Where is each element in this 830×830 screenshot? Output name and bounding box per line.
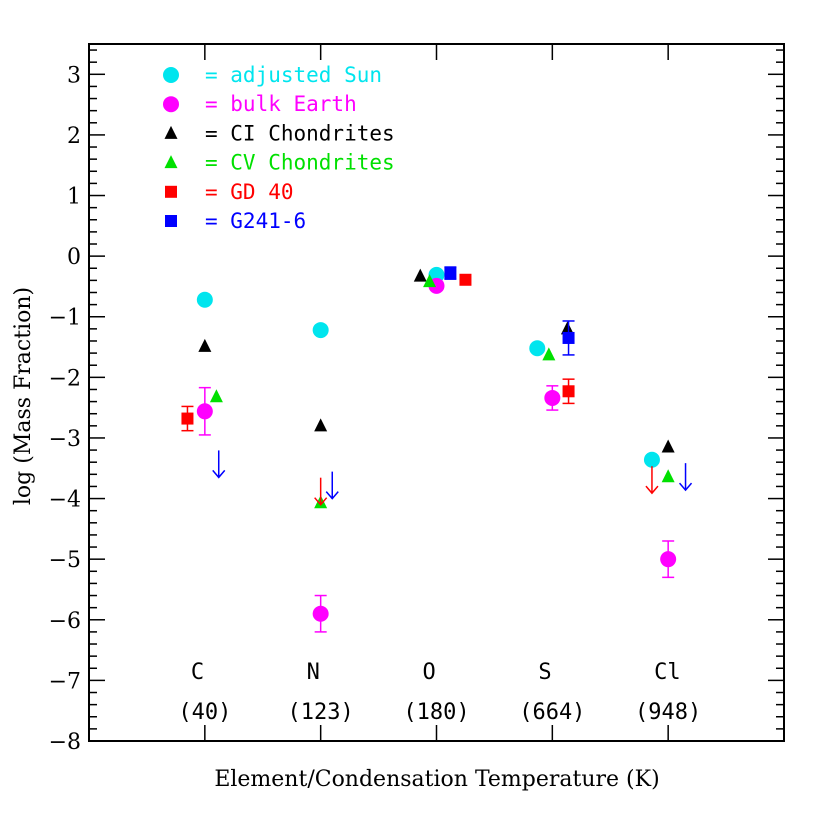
legend-label: = GD 40: [205, 180, 294, 204]
legend-marker: [164, 125, 178, 139]
data-marks: [181, 266, 693, 633]
category-temp-label: (123): [288, 700, 354, 725]
data-point: [544, 389, 561, 406]
upper-limit-arrowhead: [325, 491, 339, 500]
legend-marker: [164, 155, 178, 169]
upper-limit-arrowhead: [212, 469, 226, 479]
data-point: [312, 322, 329, 339]
data-point: [661, 469, 675, 483]
legend-marker: [163, 67, 179, 83]
upper-limit-arrowhead: [678, 482, 693, 492]
legend-label: = adjusted Sun: [205, 63, 382, 87]
data-point: [560, 321, 574, 335]
legend: = adjusted Sun = bulk Earth = CI Chondrite…: [163, 63, 395, 233]
legend-marker: [163, 96, 179, 113]
legend-label: = G241-6: [205, 209, 306, 233]
upper-limit-arrowhead: [645, 485, 659, 495]
y-tick-label: −2: [49, 366, 81, 391]
y-axis-label: log (Mass Fraction): [11, 287, 36, 505]
legend-marker: [165, 185, 177, 198]
data-point: [562, 331, 575, 344]
y-tick-label: 1: [67, 185, 81, 210]
x-axis-label: Element/Condensation Temperature (K): [214, 767, 659, 792]
data-point: [423, 274, 437, 288]
legend-label: = bulk Earth: [205, 92, 357, 116]
data-point: [181, 412, 194, 425]
category-element-label: S: [538, 660, 551, 685]
data-point: [542, 347, 556, 361]
data-point: [196, 403, 213, 420]
y-tick-label: −7: [49, 669, 81, 694]
y-tick-label: 3: [67, 63, 81, 88]
legend-label: = CI Chondrites: [205, 121, 395, 145]
y-tick-label: −1: [49, 306, 81, 331]
data-point: [660, 551, 677, 568]
data-point: [529, 340, 546, 357]
y-tick-label: −8: [49, 730, 81, 755]
category-element-label: Cl: [654, 660, 681, 685]
category-temp-label: (948): [635, 700, 701, 725]
data-point: [413, 268, 427, 282]
data-point: [209, 389, 223, 403]
y-tick-label: 0: [67, 245, 81, 270]
category-temp-label: (40): [178, 700, 231, 725]
y-tick-label: −5: [49, 548, 81, 573]
data-point: [314, 418, 328, 432]
y-tick-label: −4: [49, 488, 81, 513]
category-element-label: N: [307, 660, 320, 685]
y-tick-label: −3: [49, 427, 81, 452]
data-point: [661, 439, 675, 453]
upper-limit-arrowhead: [314, 497, 328, 506]
category-temp-label: (180): [403, 700, 469, 725]
data-point: [312, 605, 329, 622]
data-point: [444, 267, 457, 280]
y-tick-label: 2: [67, 124, 81, 149]
legend-marker: [165, 215, 177, 227]
category-element-label: C: [191, 660, 204, 685]
data-point: [196, 291, 213, 308]
data-point: [198, 338, 212, 352]
y-tick-label: −6: [49, 609, 81, 634]
category-element-label: O: [423, 660, 436, 685]
category-labels: C (40) N (123) O (180) S (664) Cl (948): [178, 660, 701, 725]
data-point: [562, 385, 575, 398]
data-point: [643, 451, 660, 468]
category-temp-label: (664): [519, 700, 585, 725]
axis-ticks: −8 −7 −6 −5 −4 −3 −2 −1 0 1 2 3: [49, 44, 784, 755]
legend-label: = CV Chondrites: [205, 151, 395, 175]
data-point: [459, 273, 472, 286]
